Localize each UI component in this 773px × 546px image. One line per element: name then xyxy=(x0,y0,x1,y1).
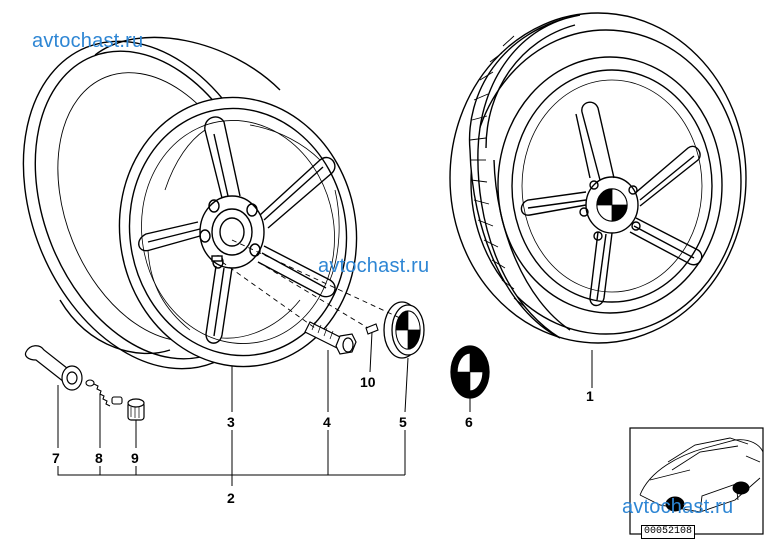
assembly-lines xyxy=(221,239,401,329)
watermark-top-left: avtochast.ru xyxy=(32,30,144,52)
valve-stem xyxy=(24,345,83,391)
leader-lines xyxy=(57,331,593,486)
valve-cap xyxy=(127,398,145,421)
callout-2: 2 xyxy=(227,490,235,506)
car-silhouette-icon xyxy=(639,437,763,513)
drawing-number: 00052108 xyxy=(641,525,696,539)
callout-9: 9 xyxy=(131,450,139,466)
car-location-thumbnail xyxy=(629,427,764,535)
callout-8: 8 xyxy=(95,450,103,466)
complete-wheel xyxy=(449,12,747,344)
callout-6: 6 xyxy=(465,414,473,430)
callout-10: 10 xyxy=(360,374,376,390)
valve-core xyxy=(85,379,123,407)
callout-5: 5 xyxy=(399,414,407,430)
roundel-emblem-icon xyxy=(450,345,490,399)
wheel-bolt xyxy=(304,321,357,355)
watermark-bottom-right: avtochast.ru xyxy=(622,496,734,518)
callout-7: 7 xyxy=(52,450,60,466)
alloy-rim xyxy=(22,36,358,370)
callout-3: 3 xyxy=(227,414,235,430)
callout-1: 1 xyxy=(586,388,594,404)
retaining-clip xyxy=(365,323,379,335)
callout-4: 4 xyxy=(323,414,331,430)
hub-cap xyxy=(383,301,425,359)
watermark-center: avtochast.ru xyxy=(318,255,430,277)
